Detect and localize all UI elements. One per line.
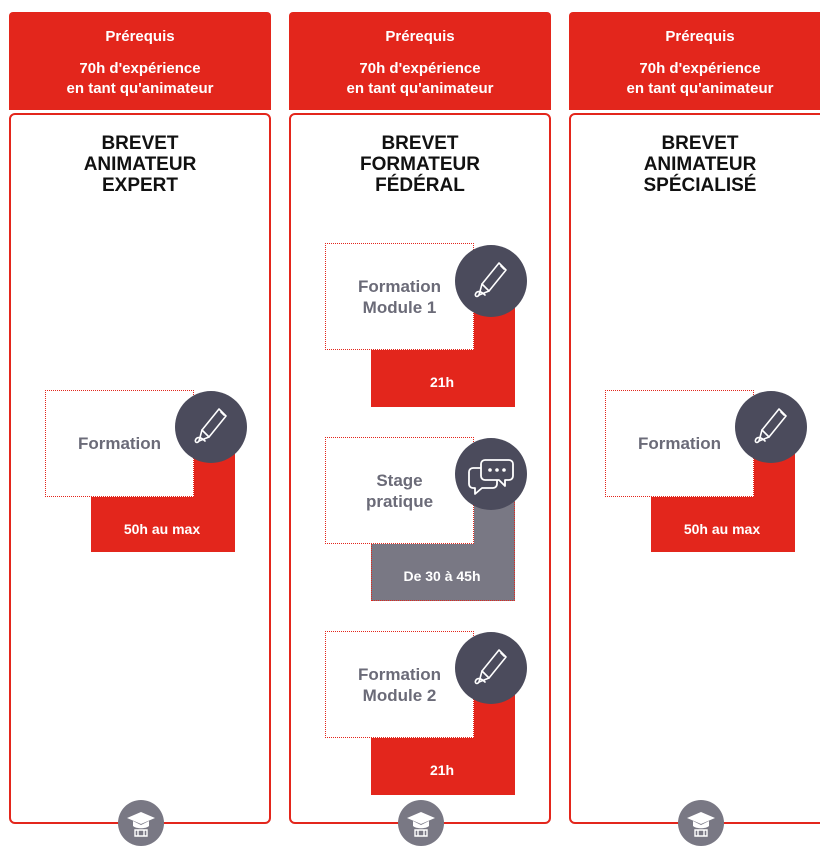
column-brevet-animateur-specialise: Prérequis 70h d'expérience en tant qu'an…	[569, 12, 820, 846]
step-label: Module 2	[362, 685, 437, 705]
step-box-formation-module-2: Formation Module 2	[325, 631, 474, 738]
brevet-title-line: ANIMATEUR	[643, 154, 757, 175]
step-duration: 50h au max	[683, 521, 761, 537]
step-label: Stage	[376, 470, 423, 490]
step-label: Formation	[637, 434, 722, 453]
step-box-formation: Formation	[45, 390, 194, 497]
chat-bubbles-icon	[455, 438, 527, 510]
prerequisite-line-2: en tant qu'animateur	[66, 80, 214, 97]
prerequisite-line-1: 70h d'expérience	[79, 60, 201, 77]
brevet-panel: BREVET ANIMATEUR SPÉCIALISÉ Formation 50…	[569, 113, 820, 824]
graduation-cap-icon	[678, 800, 724, 846]
pencil-icon	[175, 391, 247, 463]
step-duration: 50h au max	[123, 521, 201, 537]
step-label: Formation	[357, 664, 442, 684]
brevet-title-line: EXPERT	[101, 175, 179, 196]
pencil-icon	[735, 391, 807, 463]
prerequisite-line-2: en tant qu'animateur	[626, 80, 774, 97]
prerequisite-title: Prérequis	[105, 28, 175, 45]
brevet-title: BREVET ANIMATEUR SPÉCIALISÉ	[571, 133, 820, 196]
prerequisite-line-2: en tant qu'animateur	[346, 80, 494, 97]
brevet-title-line: SPÉCIALISÉ	[643, 175, 757, 196]
pencil-icon	[455, 245, 527, 317]
column-brevet-animateur-expert: Prérequis 70h d'expérience en tant qu'an…	[9, 12, 271, 846]
step-duration: 21h	[429, 762, 455, 778]
brevet-panel: BREVET ANIMATEUR EXPERT Formation 50h au…	[9, 113, 271, 824]
graduation-cap-icon	[398, 800, 444, 846]
brevet-title: BREVET FORMATEUR FÉDÉRAL	[291, 133, 549, 196]
brevet-title-line: FÉDÉRAL	[375, 175, 465, 196]
brevet-panel: BREVET FORMATEUR FÉDÉRAL Formation Modul…	[289, 113, 551, 824]
step-duration: De 30 à 45h	[403, 568, 481, 584]
step-duration: 21h	[429, 374, 455, 390]
prerequisite-title: Prérequis	[665, 28, 735, 45]
brevet-title-line: ANIMATEUR	[83, 154, 197, 175]
prerequisite-line-1: 70h d'expérience	[639, 60, 761, 77]
prerequisite-banner: Prérequis 70h d'expérience en tant qu'an…	[9, 12, 271, 110]
step-label: Formation	[357, 276, 442, 296]
step-label: Formation	[77, 434, 162, 453]
step-box-formation-module-1: Formation Module 1	[325, 243, 474, 350]
brevet-title-line: BREVET	[661, 133, 739, 154]
brevet-title-line: BREVET	[381, 133, 459, 154]
step-label: Module 1	[362, 297, 437, 317]
prerequisite-title: Prérequis	[385, 28, 455, 45]
step-box-formation: Formation	[605, 390, 754, 497]
prerequisite-banner: Prérequis 70h d'expérience en tant qu'an…	[289, 12, 551, 110]
step-label: pratique	[365, 491, 434, 511]
brevet-title-line: BREVET	[101, 133, 179, 154]
step-box-stage-pratique: Stage pratique	[325, 437, 474, 544]
brevet-title: BREVET ANIMATEUR EXPERT	[11, 133, 269, 196]
column-brevet-formateur-federal: Prérequis 70h d'expérience en tant qu'an…	[289, 12, 551, 846]
graduation-cap-icon	[118, 800, 164, 846]
pencil-icon	[455, 632, 527, 704]
brevet-title-line: FORMATEUR	[360, 154, 480, 175]
prerequisite-line-1: 70h d'expérience	[359, 60, 481, 77]
prerequisite-banner: Prérequis 70h d'expérience en tant qu'an…	[569, 12, 820, 110]
